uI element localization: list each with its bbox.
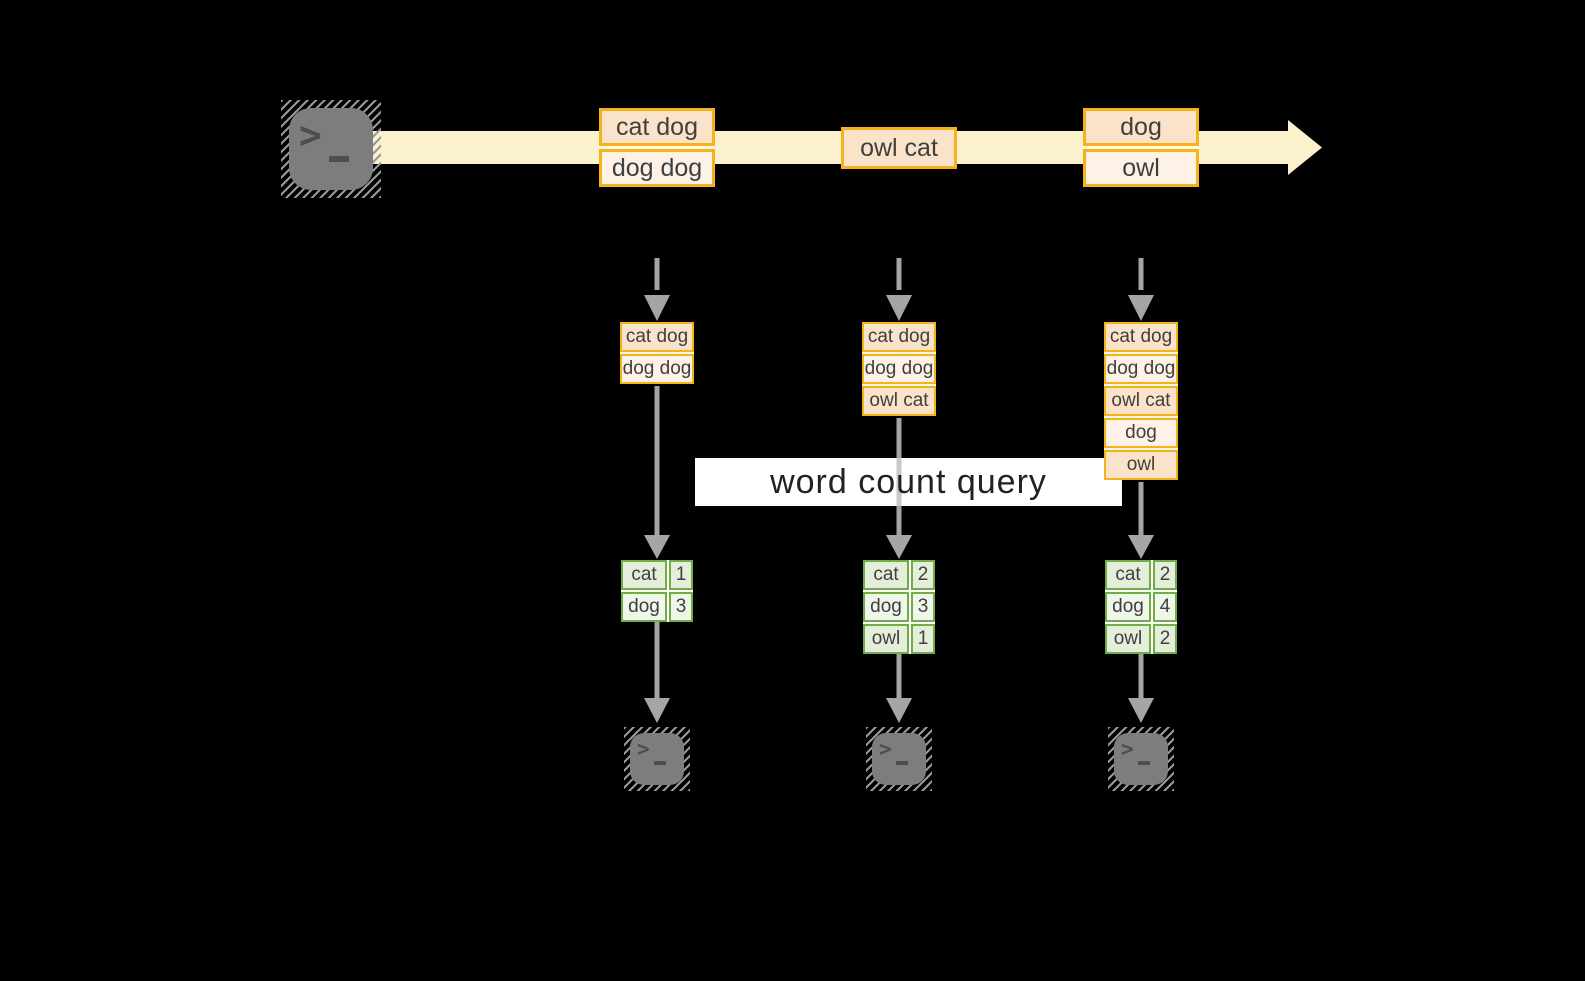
- terminal-cursor-icon: [329, 156, 349, 162]
- count-cell: 2: [1153, 624, 1177, 654]
- word-cell: cat: [863, 560, 909, 590]
- word-cell: cat: [1105, 560, 1151, 590]
- stream-line: cat dog: [599, 108, 715, 146]
- table-row: owl 1: [863, 624, 935, 654]
- buffer-item: dog dog: [862, 354, 936, 384]
- buffer-stack-2: cat dog dog dog owl cat: [862, 322, 936, 416]
- stream-event-2: owl cat: [841, 127, 957, 169]
- count-table-3: cat 2 dog 4 owl 2: [1105, 560, 1177, 654]
- arrow-through-banner: [896, 458, 902, 506]
- terminal-cursor-icon: [1138, 761, 1150, 765]
- buffer-item: cat dog: [1104, 322, 1178, 352]
- buffer-item: cat dog: [862, 322, 936, 352]
- down-arrowhead-icon: [644, 698, 670, 723]
- stream-line: dog dog: [599, 149, 715, 187]
- buffer-item: dog: [1104, 418, 1178, 448]
- buffer-item: owl cat: [1104, 386, 1178, 416]
- table-row: cat 1: [621, 560, 693, 590]
- down-arrowhead-icon: [644, 295, 670, 321]
- buffer-item: dog dog: [620, 354, 694, 384]
- output-arrow-shafts: [654, 622, 1144, 700]
- terminal-icon: >: [281, 100, 381, 198]
- stream-arrowhead-icon: [1288, 120, 1322, 175]
- count-cell: 4: [1153, 592, 1177, 622]
- terminal-screen: >: [872, 733, 926, 785]
- word-cell: dog: [863, 592, 909, 622]
- down-arrowhead-icon: [1128, 535, 1154, 559]
- table-row: cat 2: [863, 560, 935, 590]
- count-cell: 1: [911, 624, 935, 654]
- table-row: dog 3: [621, 592, 693, 622]
- count-cell: 2: [911, 560, 935, 590]
- terminal-prompt-icon: >: [879, 737, 892, 761]
- terminal-icon: >: [1108, 727, 1174, 791]
- count-cell: 3: [911, 592, 935, 622]
- buffer-item: cat dog: [620, 322, 694, 352]
- table-row: dog 4: [1105, 592, 1177, 622]
- stream-event-3: dog owl: [1083, 108, 1199, 187]
- terminal-icon: >: [624, 727, 690, 791]
- count-cell: 3: [669, 592, 693, 622]
- query-banner-bg: [695, 458, 1122, 506]
- stream-line: owl cat: [841, 127, 957, 169]
- terminal-prompt-icon: >: [299, 113, 322, 157]
- word-cell: dog: [1105, 592, 1151, 622]
- down-arrowhead-icon: [886, 535, 912, 559]
- down-arrowhead-icon: [886, 295, 912, 321]
- query-arrowheads: [644, 535, 1154, 559]
- terminal-screen: >: [289, 108, 373, 190]
- stream-line: owl: [1083, 149, 1199, 187]
- down-arrowhead-icon: [886, 698, 912, 723]
- query-banner-label: word count query: [770, 463, 1047, 501]
- terminal-prompt-icon: >: [637, 737, 650, 761]
- buffer-item: dog dog: [1104, 354, 1178, 384]
- terminal-cursor-icon: [896, 761, 908, 765]
- buffer-stack-1: cat dog dog dog: [620, 322, 694, 384]
- terminal-cursor-icon: [654, 761, 666, 765]
- word-cell: dog: [621, 592, 667, 622]
- word-cell: cat: [621, 560, 667, 590]
- down-arrowhead-icon: [1128, 698, 1154, 723]
- down-arrowhead-icon: [1128, 295, 1154, 321]
- count-cell: 1: [669, 560, 693, 590]
- stream-line: dog: [1083, 108, 1199, 146]
- terminal-icon: >: [866, 727, 932, 791]
- count-cell: 2: [1153, 560, 1177, 590]
- buffer-item: owl cat: [862, 386, 936, 416]
- stream-event-1: cat dog dog dog: [599, 108, 715, 187]
- word-cell: owl: [1105, 624, 1151, 654]
- table-row: dog 3: [863, 592, 935, 622]
- word-cell: owl: [863, 624, 909, 654]
- output-arrowheads: [644, 698, 1154, 723]
- table-row: cat 2: [1105, 560, 1177, 590]
- count-table-2: cat 2 dog 3 owl 1: [863, 560, 935, 654]
- table-row: owl 2: [1105, 624, 1177, 654]
- terminal-screen: >: [630, 733, 684, 785]
- count-table-1: cat 1 dog 3: [621, 560, 693, 622]
- down-arrowhead-icon: [644, 535, 670, 559]
- dashed-arrow-group: [654, 258, 1144, 290]
- buffer-item: owl: [1104, 450, 1178, 480]
- buffer-stack-3: cat dog dog dog owl cat dog owl: [1104, 322, 1178, 480]
- terminal-prompt-icon: >: [1121, 737, 1134, 761]
- dashed-arrowheads: [644, 295, 1154, 321]
- terminal-screen: >: [1114, 733, 1168, 785]
